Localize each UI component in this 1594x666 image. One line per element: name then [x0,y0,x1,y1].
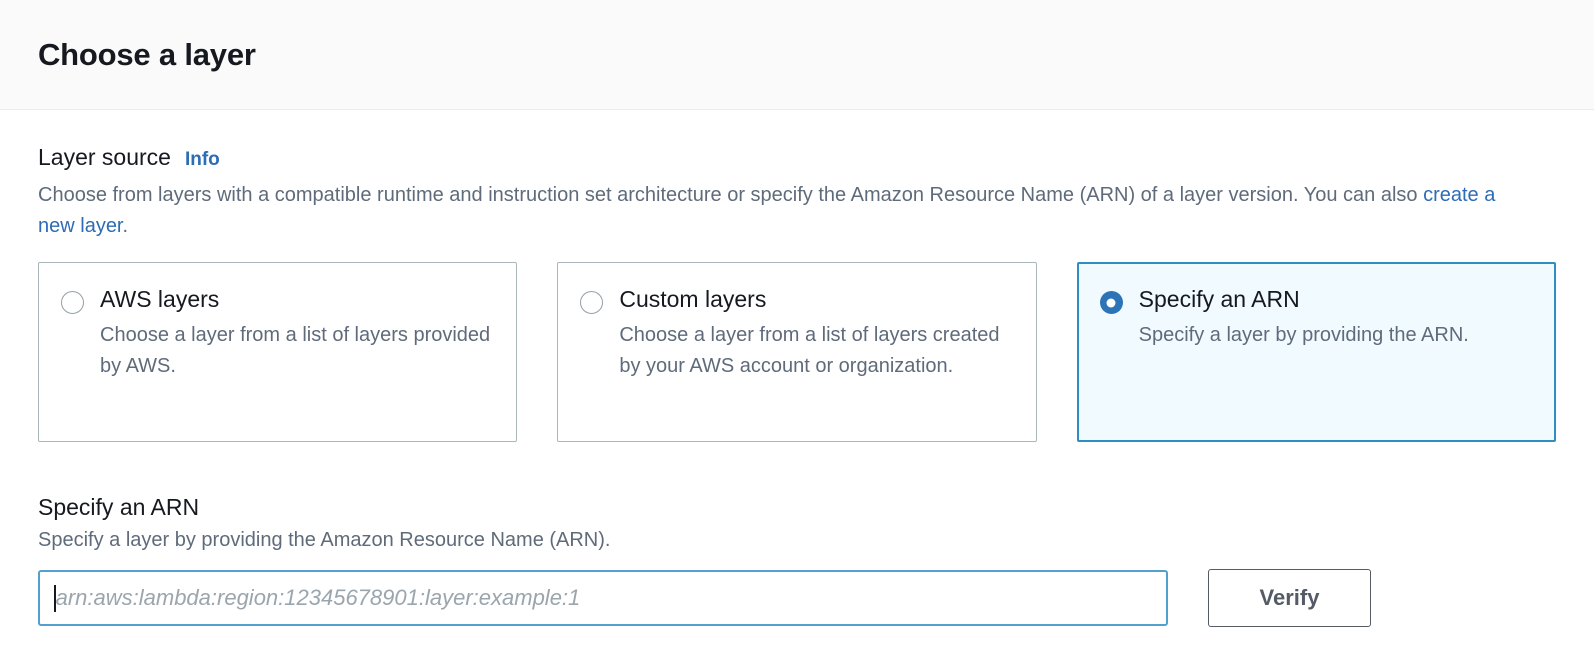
radio-tile-specify-an-arn-description: Specify a layer by providing the ARN. [1138,323,1469,346]
layer-source-description-text-1: Choose from layers with a compatible run… [38,184,1424,206]
specify-arn-label: Specify an ARN [38,494,200,520]
modal-body: Layer source Info Choose from layers wit… [0,110,1594,666]
radio-icon-aws-layers[interactable] [61,291,84,314]
verify-button[interactable]: Verify [1208,569,1371,627]
layer-source-description-text-2: . [122,215,129,237]
layer-source-label: Layer source [38,144,171,170]
modal-header: Choose a layer [0,0,1594,110]
arn-input[interactable] [55,572,1156,624]
arn-input-wrapper[interactable] [38,570,1168,626]
radio-tile-specify-an-arn[interactable]: Specify an ARN Specify a layer by provid… [1076,262,1556,442]
layer-source-description: Choose from layers with a compatible run… [38,180,1498,242]
specify-arn-section: Specify an ARN Specify a layer by provid… [38,494,1556,627]
radio-tile-specify-an-arn-title: Specify an ARN [1138,286,1300,312]
radio-tile-aws-layers-text: AWS layers Choose a layer from a list of… [100,285,496,441]
layer-source-options: AWS layers Choose a layer from a list of… [38,262,1556,442]
radio-tile-aws-layers[interactable]: AWS layers Choose a layer from a list of… [38,262,518,442]
text-cursor [54,584,56,612]
radio-tile-aws-layers-title: AWS layers [100,286,220,312]
page-title: Choose a layer [38,36,256,72]
radio-tile-custom-layers[interactable]: Custom layers Choose a layer from a list… [557,262,1037,442]
radio-tile-custom-layers-description: Choose a layer from a list of layers cre… [619,323,1000,378]
create-a-new-layer-link[interactable]: create a new layer [38,184,1496,237]
specify-arn-description: Specify a layer by providing the Amazon … [38,529,611,551]
info-link[interactable]: Info [184,149,220,170]
layer-source-heading: Layer source Info [38,144,1556,171]
radio-icon-specify-an-arn[interactable] [1099,291,1123,314]
specify-arn-row: Verify [38,569,1556,627]
radio-tile-custom-layers-text: Custom layers Choose a layer from a list… [619,285,1015,441]
radio-tile-specify-an-arn-text: Specify an ARN Specify a layer by provid… [1139,285,1535,440]
radio-tile-aws-layers-description: Choose a layer from a list of layers pro… [100,323,491,378]
radio-tile-custom-layers-title: Custom layers [619,286,767,312]
radio-icon-custom-layers[interactable] [580,291,604,314]
